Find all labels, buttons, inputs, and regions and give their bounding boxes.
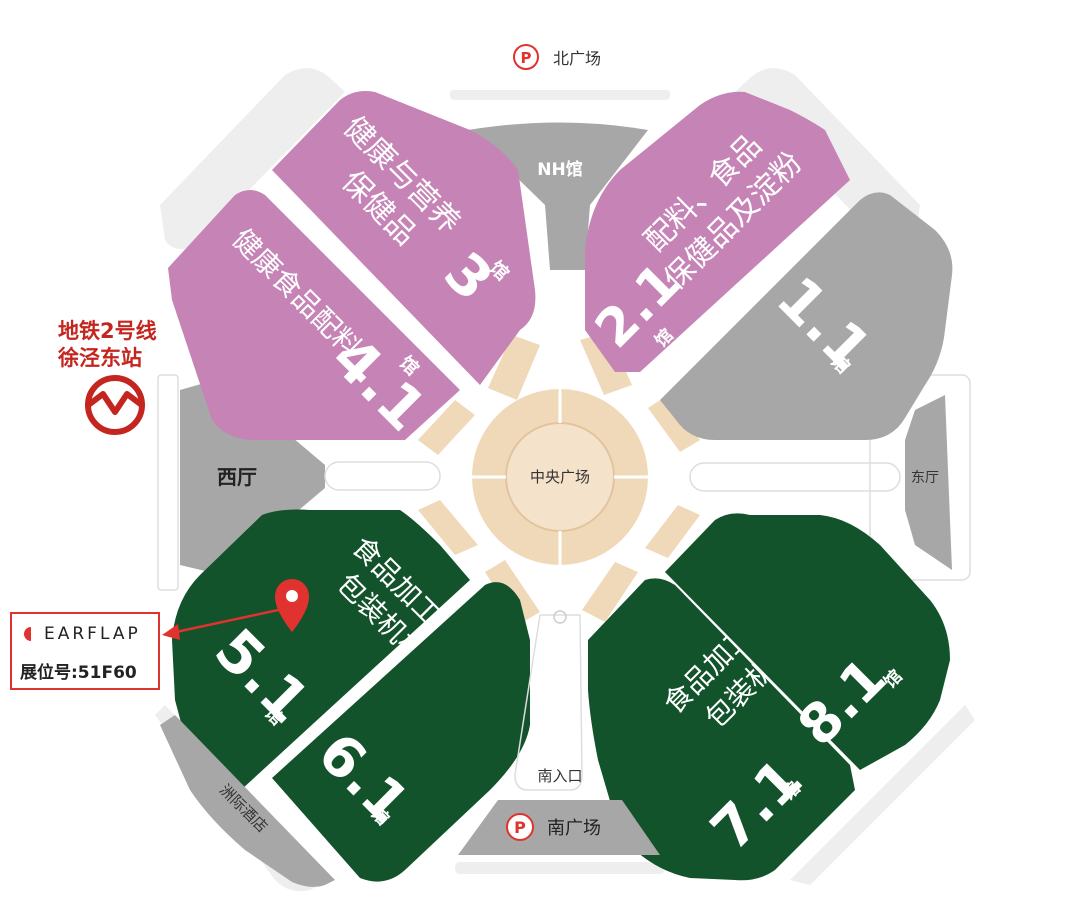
- exhibitor-box[interactable]: EARFLAP 展位号:51F60: [10, 612, 160, 690]
- connectors: [418, 332, 700, 625]
- north-plaza-label: 北广场: [553, 49, 601, 68]
- brand-logo-icon: [24, 627, 31, 641]
- hall-4-1[interactable]: 健康食品配料 4.1 馆: [168, 190, 460, 444]
- central-plaza[interactable]: 中央广场: [472, 389, 648, 565]
- north-parking-icon: P: [521, 49, 532, 67]
- south-plaza-label: 南广场: [547, 818, 601, 839]
- west-corridor: [157, 374, 441, 591]
- metro-icon[interactable]: [85, 375, 145, 435]
- west-hall-label: 西厅: [217, 465, 257, 489]
- east-hall[interactable]: 东厅: [905, 395, 952, 570]
- central-plaza-label: 中央广场: [530, 468, 590, 486]
- booth-number: 展位号:51F60: [20, 663, 137, 683]
- brand-row: EARFLAP: [24, 624, 141, 644]
- hall-2-1[interactable]: 配料、食品 保健品及淀粉 2.1 馆: [584, 91, 850, 372]
- east-hall-label: 东厅: [911, 470, 939, 486]
- west-hall[interactable]: 西厅: [180, 378, 325, 575]
- south-entrance[interactable]: 南入口: [514, 610, 583, 791]
- hall-3[interactable]: 健康与营养 保健品 3 馆: [272, 91, 536, 385]
- metro-station: 徐泾东站: [58, 346, 142, 370]
- hall-nh[interactable]: NH馆: [468, 122, 648, 271]
- hall-1-1[interactable]: 1.1 馆: [660, 192, 953, 440]
- location-pin-icon[interactable]: [275, 579, 309, 632]
- south-entrance-label: 南入口: [537, 767, 582, 785]
- nh-hall-label: NH馆: [537, 159, 582, 180]
- north-plaza[interactable]: P 北广场: [513, 44, 601, 70]
- pointer-arrow: [162, 607, 284, 640]
- metro-line: 地铁2号线: [58, 319, 157, 343]
- south-plaza[interactable]: P 南广场: [458, 800, 660, 855]
- south-parking-icon: P: [514, 818, 526, 837]
- hotel[interactable]: 洲际酒店: [160, 715, 335, 887]
- brand-name: EARFLAP: [44, 624, 141, 644]
- metro-label: 地铁2号线 徐泾东站: [58, 318, 178, 372]
- hall-6-1[interactable]: 6.1 馆: [272, 582, 530, 882]
